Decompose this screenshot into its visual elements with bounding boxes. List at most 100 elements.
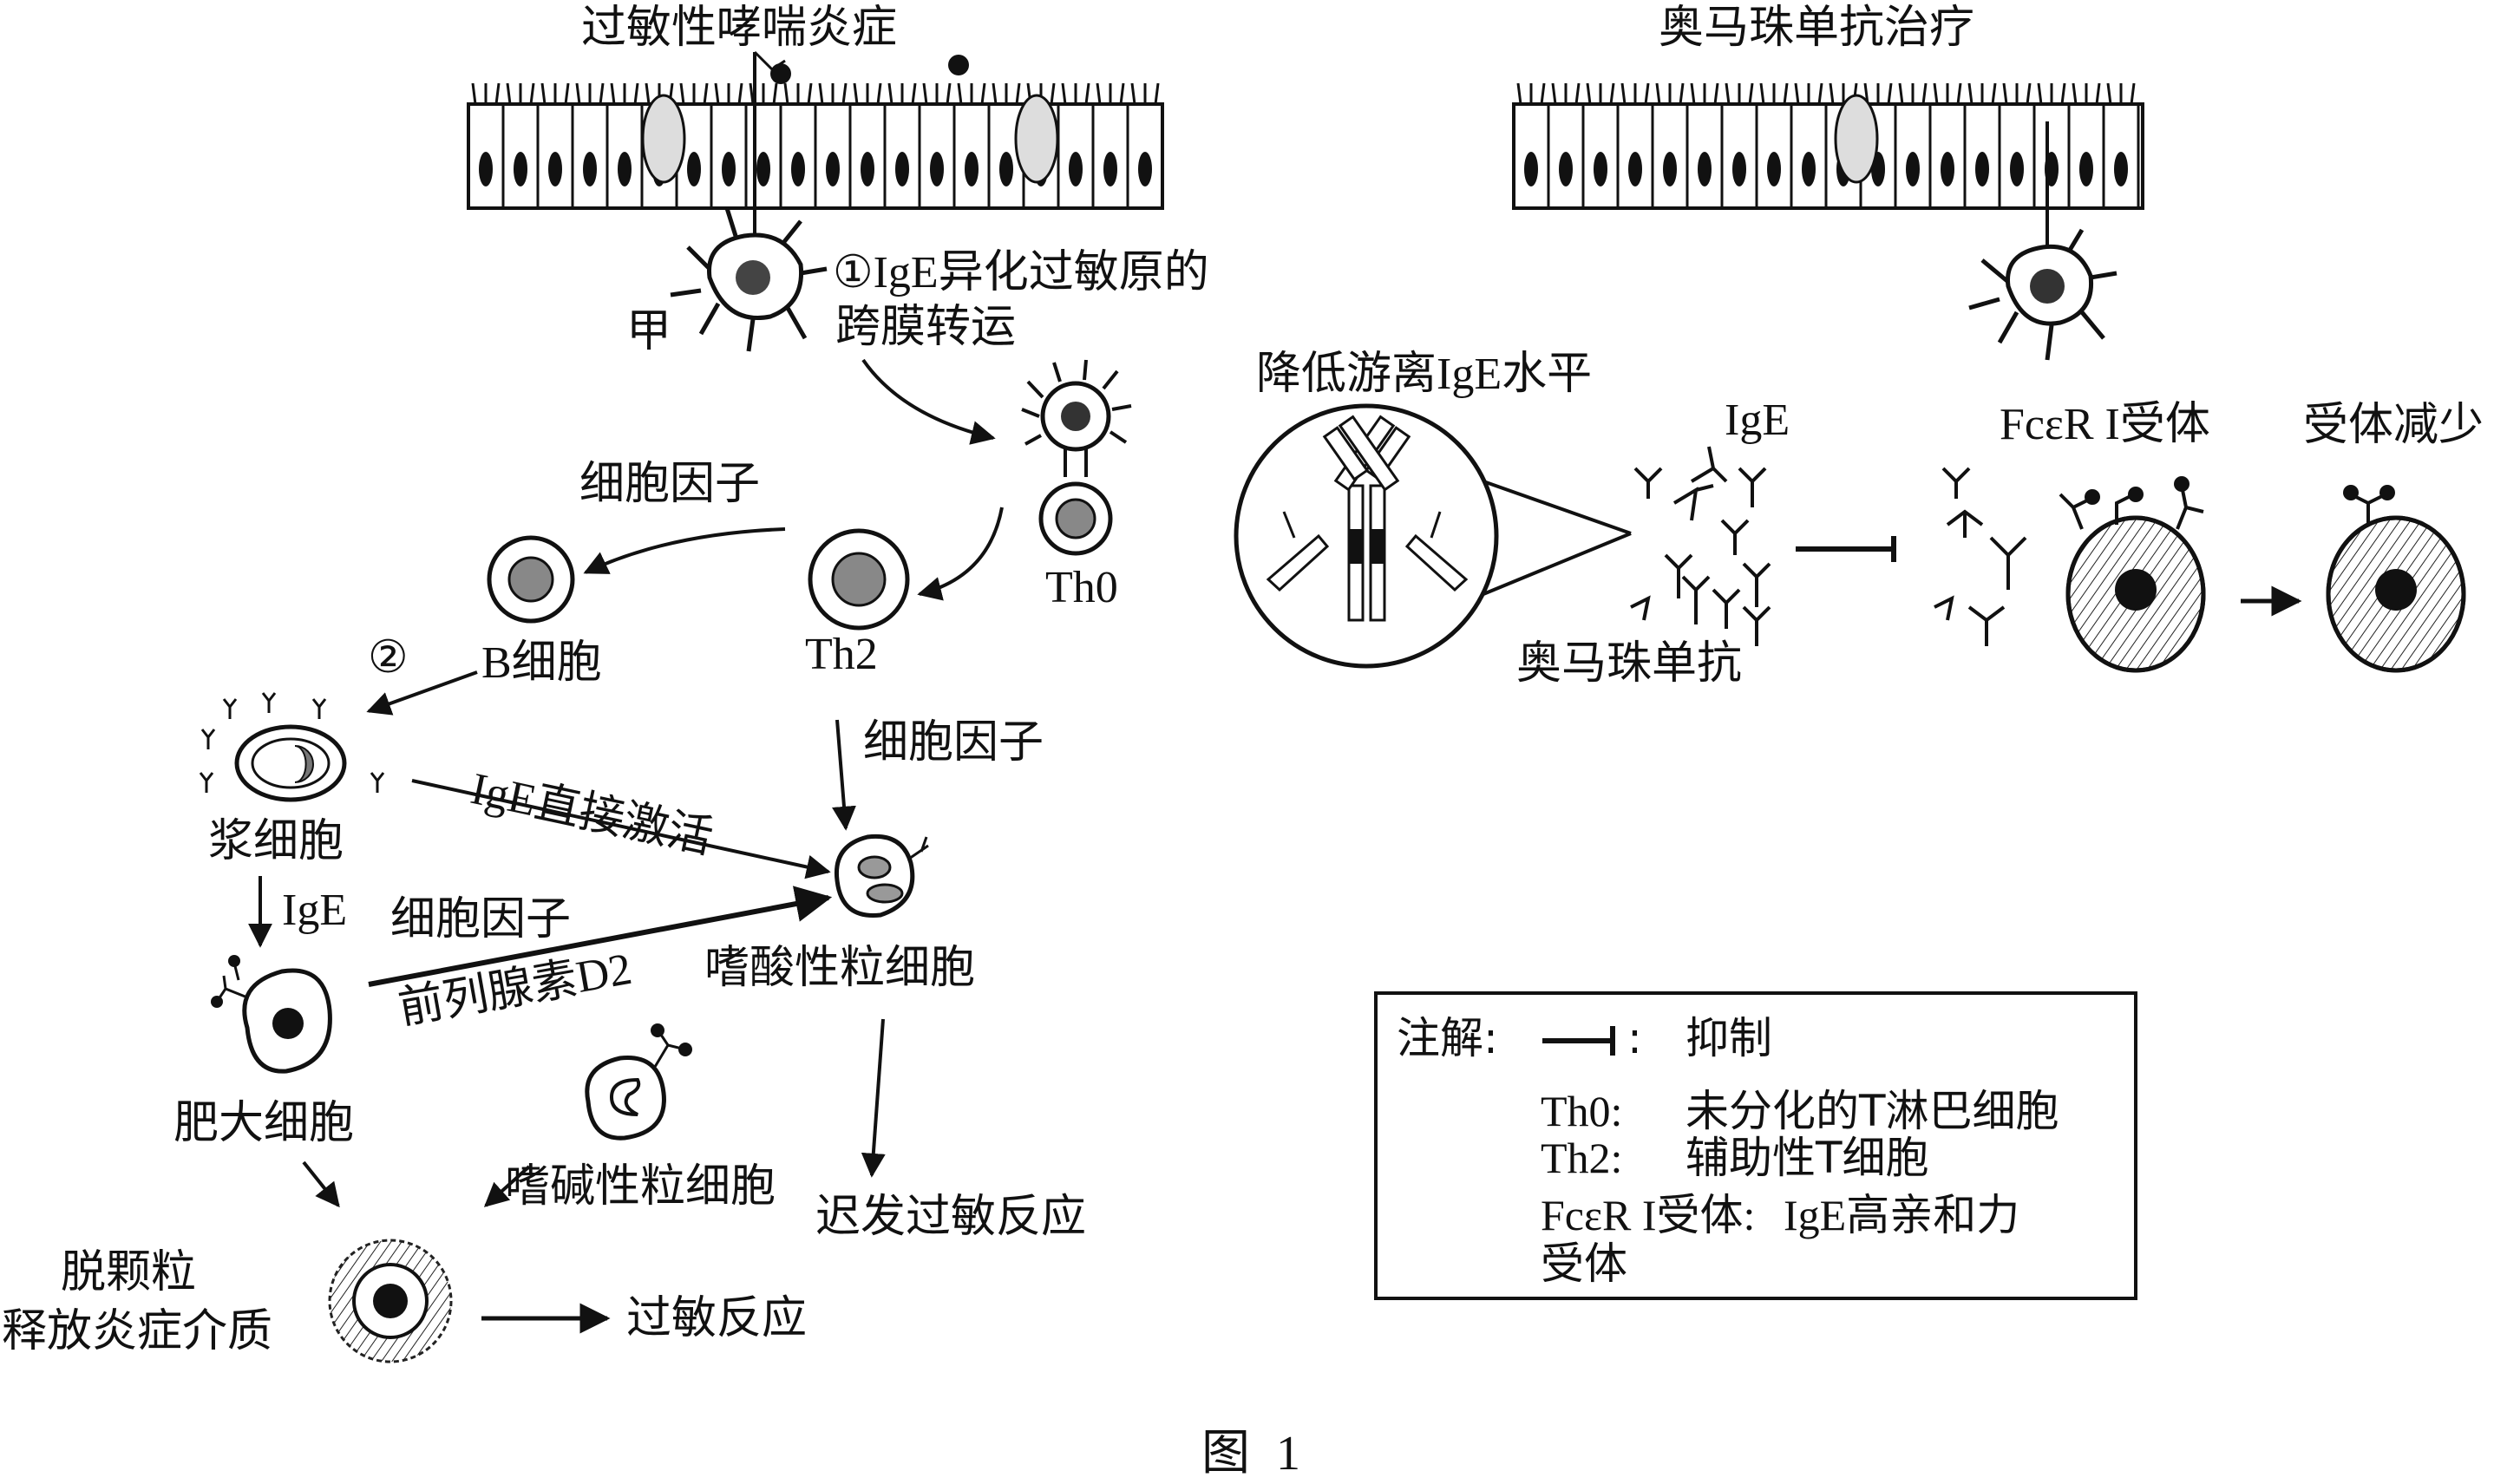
nucleus <box>1594 152 1607 186</box>
cilium <box>1898 82 1904 105</box>
cilium <box>1586 82 1592 105</box>
step1-label: ①IgE异化过敏原的 <box>833 248 1209 297</box>
cytokine-label-3: 细胞因子 <box>390 893 572 945</box>
nucleus <box>687 152 701 186</box>
cilium <box>564 82 570 105</box>
allergic-reaction-label: 过敏反应 <box>626 1292 808 1344</box>
cilium <box>1609 82 1615 105</box>
cytokine-label-1: 细胞因子 <box>579 458 761 510</box>
legend-box: 注解: : 抑制 Th0: 未分化的T淋巴细胞 Th2: 辅助性T细胞 FcεR… <box>1374 991 2137 1300</box>
nucleus <box>479 152 493 186</box>
nucleus <box>756 152 770 186</box>
cilium <box>1084 82 1090 105</box>
cilium <box>575 82 581 105</box>
nucleus <box>1767 152 1781 186</box>
dendritic-cell-right <box>1968 228 2118 361</box>
cilium <box>610 82 616 105</box>
cilium <box>1574 82 1581 105</box>
cilium <box>679 82 685 105</box>
nucleus <box>1103 152 1117 186</box>
cilium <box>853 82 859 105</box>
antigen-presenting-cell <box>1021 359 1132 477</box>
cilium <box>1061 82 1067 105</box>
ige-omalizumab-complexes <box>1630 446 1771 646</box>
cilium <box>1759 82 1765 105</box>
cilium <box>1956 82 1962 105</box>
cilium <box>1933 82 1939 105</box>
dendritic-cell <box>670 207 828 352</box>
cilium <box>1887 82 1893 105</box>
delayed-reaction-label: 迟发过敏反应 <box>815 1191 1087 1243</box>
cilium <box>1679 82 1685 105</box>
goblet-cell <box>641 94 686 184</box>
nucleus <box>1975 152 1989 186</box>
cilium <box>645 82 651 105</box>
cilium <box>714 82 720 105</box>
cilium <box>818 82 824 105</box>
nucleus <box>1069 152 1083 186</box>
b-cell <box>487 535 575 624</box>
nucleus <box>1906 152 1920 186</box>
cilium <box>2060 82 2066 105</box>
legend-th2-desc: 辅助性T细胞 <box>1686 1133 1929 1183</box>
cilium <box>529 82 535 105</box>
th0-cell <box>1038 481 1113 556</box>
cilium <box>1540 82 1546 105</box>
nucleus <box>999 152 1013 186</box>
title-right: 奥马珠单抗治疗 <box>1659 2 1975 54</box>
cilium <box>2095 82 2101 105</box>
nucleus <box>618 152 632 186</box>
cilium <box>2002 82 2008 105</box>
cilium <box>922 82 928 105</box>
cilium <box>1644 82 1650 105</box>
nucleus <box>1138 152 1152 186</box>
cilium <box>841 82 848 105</box>
nucleus <box>514 152 527 186</box>
cilium <box>494 82 501 105</box>
cilium <box>2026 82 2032 105</box>
legend-th0-key: Th0: <box>1541 1087 1623 1135</box>
cilium <box>2106 82 2112 105</box>
cilium <box>1154 82 1160 105</box>
cilium <box>772 82 778 105</box>
step1-label-line2: 跨膜转运 <box>835 301 1017 353</box>
nucleus <box>1559 152 1573 186</box>
receptor-label: FcεR I受体 <box>2000 400 2210 449</box>
nucleus <box>2010 152 2024 186</box>
cilium <box>1690 82 1696 105</box>
nucleus <box>965 152 979 186</box>
airway-epithelium-right <box>1512 82 2144 247</box>
nucleus <box>1663 152 1677 186</box>
th2-label: Th2 <box>805 630 878 679</box>
nucleus <box>583 152 597 186</box>
cytokine-label-2: 细胞因子 <box>863 716 1044 768</box>
th0-label: Th0 <box>1045 563 1118 612</box>
cilium <box>2072 82 2078 105</box>
cilium <box>1748 82 1754 105</box>
receptor-mast-cell <box>2059 476 2206 673</box>
plasma-cell <box>199 691 385 802</box>
cilium <box>1119 82 1125 105</box>
cilium <box>1655 82 1661 105</box>
goblet-cell <box>1014 94 1059 184</box>
cilium <box>1096 82 1102 105</box>
cilium <box>599 82 605 105</box>
legend-fc-key: FcεR I受体: <box>1541 1191 1756 1239</box>
goblet-cell <box>1834 94 1879 184</box>
reduce-ige-label: 降低游离IgE水平 <box>1256 350 1593 399</box>
nucleus <box>722 152 736 186</box>
nucleus <box>1698 152 1712 186</box>
step2-label: ② <box>368 631 409 683</box>
cilium <box>1991 82 1997 105</box>
degranulation-label-line2: 释放炎症介质 <box>2 1305 273 1357</box>
cilium <box>633 82 639 105</box>
cilium <box>1817 82 1823 105</box>
cilium <box>506 82 512 105</box>
cilium <box>946 82 952 105</box>
cilium <box>1130 82 1136 105</box>
cilium <box>807 82 813 105</box>
ige-label-left: IgE <box>282 886 348 935</box>
legend-inhibit: 抑制 <box>1686 1013 1772 1063</box>
cilium <box>887 82 893 105</box>
cilium <box>737 82 743 105</box>
